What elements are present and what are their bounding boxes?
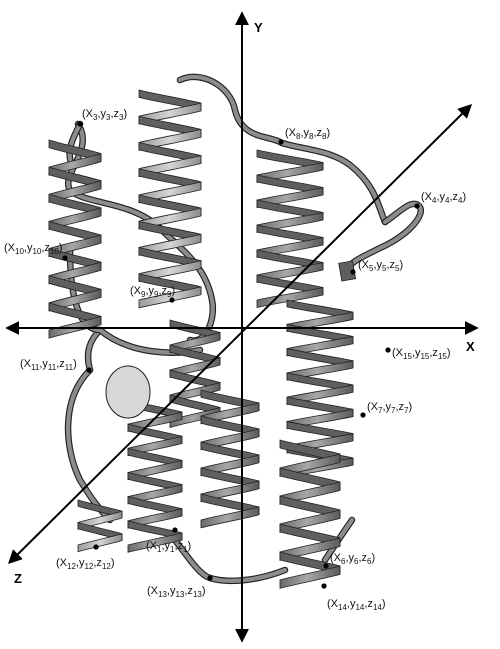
point-p5 — [350, 269, 356, 275]
helix-2 — [138, 89, 202, 309]
helix-turn-front — [200, 506, 260, 529]
point-p13 — [207, 575, 213, 581]
point-p6 — [323, 563, 329, 569]
point-p3 — [77, 121, 83, 127]
loop-disc — [105, 365, 151, 419]
label-p15: (X15,y15,z15) — [392, 347, 451, 361]
label-p14: (X14,y14,z14) — [327, 598, 386, 612]
point-p10 — [62, 255, 68, 261]
protein-ribbon — [48, 73, 424, 589]
point-p12 — [93, 544, 99, 550]
z-axis-label: Z — [14, 571, 22, 586]
coordinate-axes: Y X Z — [5, 11, 479, 643]
label-p9: (X9,y9,z9) — [130, 285, 175, 299]
helix-9 — [77, 499, 123, 553]
label-p4: (X4,y4,z4) — [421, 191, 466, 205]
point-p1 — [172, 527, 178, 533]
helix-turn-front — [279, 565, 341, 589]
label-p6: (X6,y6,z6) — [330, 552, 375, 566]
label-p7: (X7,y7,z7) — [367, 401, 412, 415]
y-axis-label: Y — [254, 20, 263, 35]
label-p8: (X8,y8,z8) — [285, 127, 330, 141]
label-p1: (X1,y1,z1) — [146, 540, 191, 554]
point-p15 — [385, 347, 391, 353]
label-p12: (X12,y12,z12) — [56, 557, 115, 571]
label-p5: (X5,y5,z5) — [358, 259, 403, 273]
z-axis — [8, 104, 472, 564]
label-p13: (X13,y13,z13) — [147, 585, 206, 599]
point-p7 — [360, 412, 366, 418]
label-p11: (X11,y11,z11) — [20, 358, 77, 372]
point-p9 — [169, 297, 175, 303]
point-p8 — [278, 139, 284, 145]
point-p11 — [86, 367, 92, 373]
x-axis-label: X — [466, 339, 475, 354]
coordinate-points: (X1,y1,z1) (X3,y3,z3) (X4,y4,z4) (X5,y5,z5)… — [4, 108, 466, 612]
loop-h — [172, 537, 288, 583]
helix-8 — [279, 439, 341, 589]
label-p3: (X3,y3,z3) — [82, 108, 127, 122]
label-p10: (X10,y10,z10) — [4, 242, 63, 256]
point-p14 — [321, 583, 327, 589]
helix-turn-front — [77, 533, 123, 553]
point-p4 — [414, 203, 420, 209]
